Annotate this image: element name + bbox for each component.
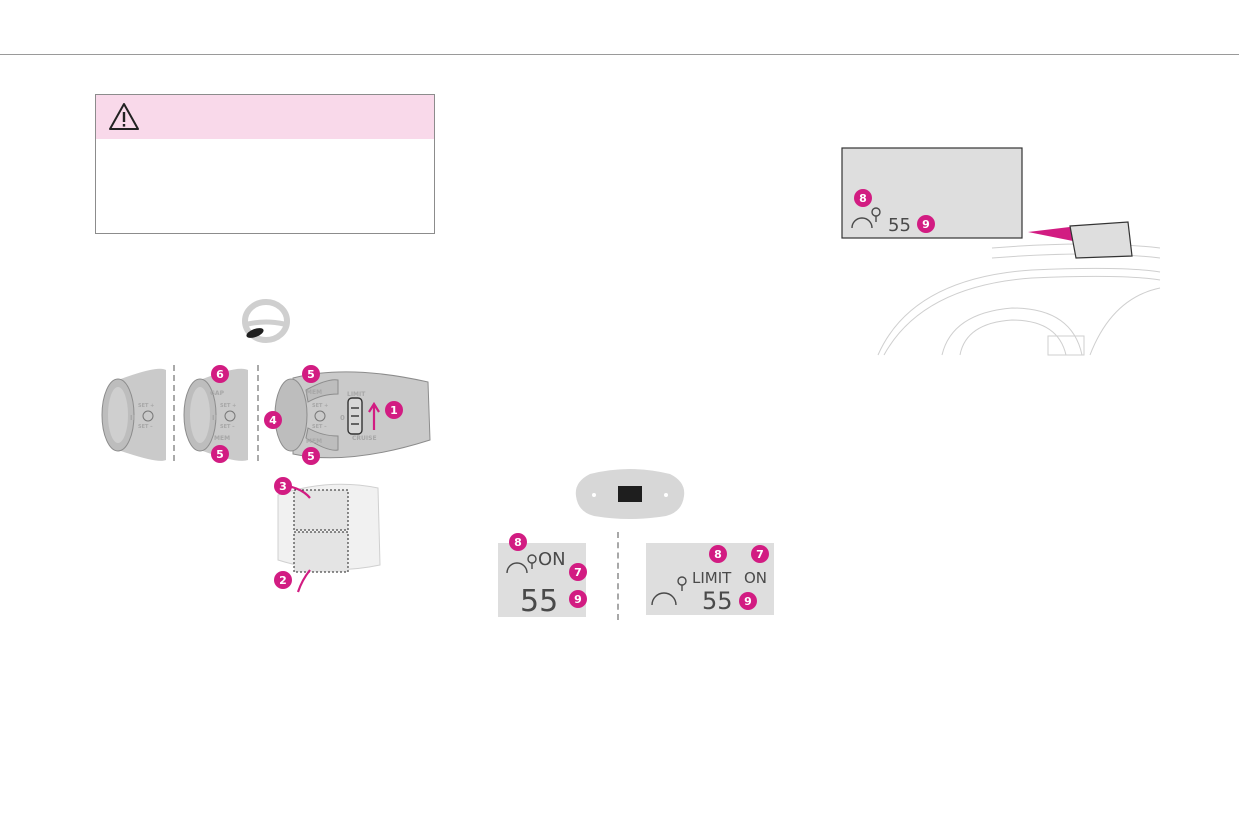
head-up-display-illustration: 55 8 9 xyxy=(841,147,1161,356)
stalk-basic: SET + SET – II xyxy=(101,368,166,461)
callout-8: 8 xyxy=(509,533,527,551)
cluster-display-cruise: ON 55 8 7 9 xyxy=(498,533,587,619)
steering-wheel-icon xyxy=(242,299,290,343)
svg-text:4: 4 xyxy=(269,414,277,427)
status-on: ON xyxy=(538,549,566,570)
cluster-display-limit: LIMIT ON 55 8 7 9 xyxy=(646,543,774,615)
callout-3: 3 xyxy=(274,477,292,495)
divider xyxy=(617,532,619,620)
arrow-up-icon xyxy=(296,569,311,593)
label-set-plus: SET + xyxy=(138,403,154,409)
stalk-side-view xyxy=(277,483,381,593)
top-rule xyxy=(0,54,1239,55)
status-on: ON xyxy=(744,569,767,587)
label-zero: 0 xyxy=(340,414,345,422)
svg-text:9: 9 xyxy=(922,218,930,231)
speedometer-icon xyxy=(651,592,677,606)
label-pause: II xyxy=(130,414,135,422)
svg-text:5: 5 xyxy=(307,450,315,463)
callout-5: 5 xyxy=(211,445,229,463)
svg-text:1: 1 xyxy=(390,404,398,417)
label-gap: GAP xyxy=(210,390,225,397)
speedometer-icon xyxy=(224,410,236,422)
warning-triangle-icon xyxy=(109,103,139,130)
callout-9: 9 xyxy=(917,215,935,233)
svg-text:9: 9 xyxy=(574,593,582,606)
svg-text:3: 3 xyxy=(279,480,287,493)
instrument-cluster-icon xyxy=(575,469,685,519)
svg-text:6: 6 xyxy=(216,368,224,381)
svg-text:8: 8 xyxy=(859,192,867,205)
svg-text:2: 2 xyxy=(279,574,287,587)
label-cruise: CRUISE xyxy=(352,435,377,442)
callout-1: 1 xyxy=(385,401,403,419)
speed-value: 55 xyxy=(520,584,558,619)
stalk-full: MEM MEM SET + SET – LIMIT 0 CRUISE xyxy=(274,371,431,459)
stalk-illustration: SET + SET – II GAP SET + SET – MEM II ME… xyxy=(101,365,431,593)
callout-4: 4 xyxy=(264,411,282,429)
warning-header xyxy=(96,95,434,139)
stalk-adaptive: GAP SET + SET – MEM II xyxy=(183,368,248,461)
label-pause: II xyxy=(212,414,217,422)
label-mem: MEM xyxy=(306,389,322,396)
callout-2: 2 xyxy=(274,571,292,589)
svg-text:9: 9 xyxy=(744,595,752,608)
callout-7: 7 xyxy=(751,545,769,563)
label-set-minus: SET – xyxy=(138,424,153,430)
speedometer-icon xyxy=(142,410,154,422)
dashboard-sketch xyxy=(877,243,1161,356)
speed-value: 55 xyxy=(888,215,911,236)
callout-5: 5 xyxy=(302,447,320,465)
label-set-plus: SET + xyxy=(220,403,236,409)
svg-text:8: 8 xyxy=(714,548,722,561)
callout-9: 9 xyxy=(569,590,587,608)
mode-limit: LIMIT xyxy=(692,569,732,587)
callout-6: 6 xyxy=(211,365,229,383)
speedometer-icon xyxy=(314,410,326,422)
callout-8: 8 xyxy=(854,189,872,207)
arrow-up-icon xyxy=(368,401,380,430)
label-mem: MEM xyxy=(214,435,230,442)
speed-value: 55 xyxy=(702,587,733,615)
speedometer-icon xyxy=(851,217,873,229)
speedometer-icon xyxy=(506,562,528,574)
svg-text:7: 7 xyxy=(574,566,582,579)
label-mem: MEM xyxy=(306,438,322,445)
callout-8: 8 xyxy=(709,545,727,563)
label-set-minus: SET – xyxy=(312,424,327,430)
svg-text:5: 5 xyxy=(307,368,315,381)
label-set-plus: SET + xyxy=(312,403,328,409)
callout-9: 9 xyxy=(739,592,757,610)
svg-text:8: 8 xyxy=(514,536,522,549)
projection-beam xyxy=(1028,226,1078,242)
svg-text:7: 7 xyxy=(756,548,764,561)
svg-text:5: 5 xyxy=(216,448,224,461)
label-limit: LIMIT xyxy=(347,391,366,398)
callout-5: 5 xyxy=(302,365,320,383)
label-set-minus: SET – xyxy=(220,424,235,430)
warning-box xyxy=(95,94,435,234)
callout-7: 7 xyxy=(569,563,587,581)
hud-projector xyxy=(1069,221,1133,259)
